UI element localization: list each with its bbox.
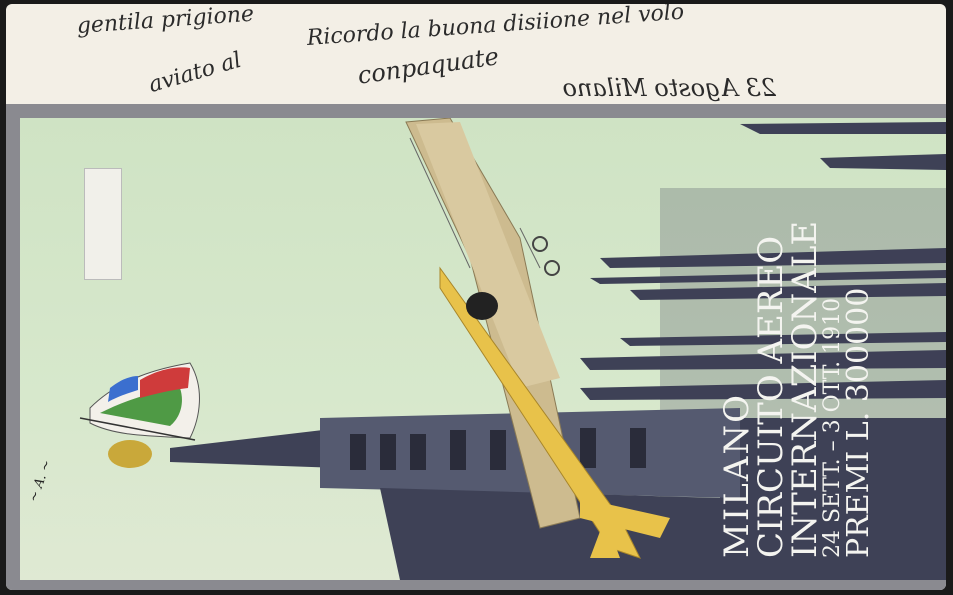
handwriting-line-1: 23 Agosto Milano	[562, 74, 777, 102]
poster-title-block: MILANO CIRCUITO AEREO INTERNAZIONALE 24 …	[717, 220, 876, 558]
poster-event-line-2: INTERNAZIONALE	[785, 220, 825, 558]
poster-event-line-1: CIRCUITO AEREO	[751, 235, 791, 558]
biplane-icon	[405, 118, 670, 559]
poster-illustration: MILANO CIRCUITO AEREO INTERNAZIONALE 24 …	[20, 118, 946, 580]
poster-prize: PREMI L. 300000	[841, 287, 876, 558]
pilot-icon	[466, 292, 498, 320]
illustration-svg	[79, 118, 946, 580]
madonnina-statue-icon	[108, 440, 152, 468]
handwriting-line-2: conpaquate	[356, 42, 501, 90]
postcard: 23 Agosto Milano conpaquate Ricordo la b…	[6, 4, 946, 590]
poster-city: MILANO	[717, 393, 757, 558]
flag-icon	[79, 362, 200, 441]
postage-stamp-icon	[84, 168, 122, 280]
handwriting-line-5: gentila prigione	[76, 4, 255, 39]
handwriting-line-4: aviato al	[146, 47, 245, 99]
